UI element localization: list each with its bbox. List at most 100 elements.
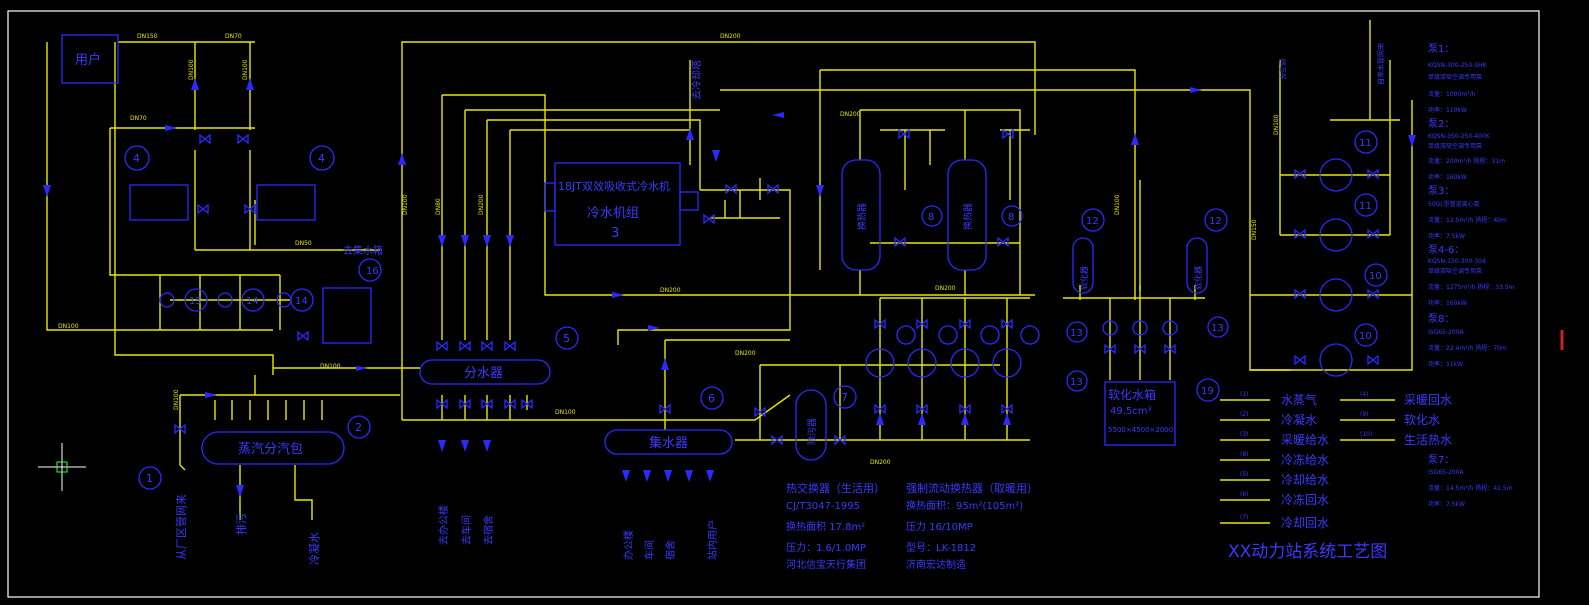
flow-label-vertical: 去办公楼 <box>437 505 450 545</box>
spec-right-line: 换热面积：95m²(105m²) <box>906 499 1023 512</box>
flow-label-vertical: 去冷却塔 <box>690 60 703 100</box>
softener-size: 5500×4500×2000 <box>1108 426 1173 434</box>
pipe-size-vertical: DN80 <box>435 198 442 215</box>
drawing-frame <box>7 10 1540 598</box>
spec-left-line: 换热面积 17.8m² <box>786 520 865 533</box>
callout-circle <box>124 145 150 171</box>
collector-header <box>604 429 733 455</box>
callout-circle <box>1066 321 1088 343</box>
callout-circle <box>1354 323 1378 347</box>
callout-number: 8 <box>1008 212 1014 223</box>
pump-spec: 功率：160kW <box>1428 299 1467 307</box>
pump-spec: KQSN-150-300-304 <box>1428 258 1486 265</box>
pump-spec: 功率：7.5kW <box>1428 500 1465 508</box>
callout-circle <box>358 258 382 282</box>
legend-label: 采暖给水 <box>1281 433 1329 447</box>
pump-icon <box>992 348 1022 378</box>
steam-header-label: 蒸汽分汽包 <box>238 442 303 457</box>
callout-number: 13 <box>1211 323 1224 334</box>
pipe-size-label: DN200 <box>870 459 891 466</box>
steam-header <box>201 431 345 465</box>
pipe-size-label: DN50 <box>295 240 312 247</box>
pipe-size-vertical: DN100 <box>1273 114 1280 135</box>
chiller-nozzle <box>679 191 699 211</box>
pump-name: 泵1： <box>1428 43 1454 55</box>
pipe-size-vertical: DN100 <box>1114 194 1121 215</box>
pump-icon <box>1319 158 1353 192</box>
callout-circle <box>1354 193 1378 217</box>
flow-label-vertical: 办公楼 <box>622 530 635 560</box>
callout-number: 15 <box>189 296 202 307</box>
callout-number: 14 <box>295 296 308 307</box>
callout-circle <box>1354 130 1378 154</box>
spec-left-line: 压力：1.6/1.0MP <box>786 541 866 554</box>
callout-number: 13 <box>1070 328 1083 339</box>
callout-circle <box>1020 325 1040 345</box>
callout-circle <box>980 325 1000 345</box>
callout-circle <box>1001 205 1023 227</box>
vertical-exchanger <box>841 159 881 271</box>
pipe-size-label: DN100 <box>555 409 576 416</box>
softener-label: 软化器 <box>1193 266 1203 290</box>
spec-right-line: 型号：LK-1812 <box>906 541 976 554</box>
cursor-crosshair-icon <box>38 443 86 491</box>
callout-number: 4 <box>318 152 325 165</box>
spec-left-line: CJ/T3047-1995 <box>786 501 860 512</box>
callout-number: 10 <box>1359 331 1372 342</box>
pump-icon <box>159 292 175 308</box>
legend-code: (3) <box>1240 431 1249 438</box>
callout-circle <box>700 386 724 410</box>
pump-spec: 流量：12.5m³/h 扬程：40m <box>1428 216 1507 224</box>
callout-3: 3 <box>611 226 619 241</box>
callout-circle <box>184 288 208 312</box>
pipe-size-label: DN70 <box>130 115 147 122</box>
pump-spec: 流量：14.5m³/h 扬程：41.5m <box>1428 484 1513 492</box>
legend-code: (10) <box>1360 431 1372 438</box>
heat-exchanger-right <box>256 184 316 221</box>
pump-spec: 单级双吸空调专用泵 <box>1428 267 1482 275</box>
callout-number: 14 <box>246 296 259 307</box>
pump-spec: KQSN-300-250-SHK <box>1428 62 1488 69</box>
callout-circle <box>309 145 335 171</box>
pipe-size-label: DN200 <box>660 287 681 294</box>
pump-name: 泵2： <box>1428 118 1454 130</box>
pump-spec: ISG65-200A <box>1428 469 1464 476</box>
pipe-size-label: DN200 <box>720 33 741 40</box>
drawing-title: XX动力站系统工艺图 <box>1228 542 1387 562</box>
legend-label: 冷凝水 <box>1281 412 1317 427</box>
legend-code: (4) <box>1360 391 1369 398</box>
callout-circle <box>896 325 916 345</box>
text-layer: 用户 18JT双效吸收式冷水机 冷水机组 3 分水器 集水器 蒸汽分汽包 软化水… <box>58 33 1515 571</box>
softener-column <box>1072 237 1094 294</box>
flow-label-vertical: 从厂区管网来 <box>174 494 188 560</box>
flow-label-vertical: 站内用户 <box>706 520 719 560</box>
callout-number: 12 <box>1086 216 1099 227</box>
pump-spec: 50GL型管道离心泵 <box>1428 200 1480 208</box>
equipment-layer <box>38 34 1416 497</box>
pipe-size-label: DN100 <box>320 363 341 370</box>
legend-label: 冷冻回水 <box>1281 492 1329 507</box>
pump-icon <box>907 348 937 378</box>
pump-spec: 功率：160kW <box>1428 173 1467 181</box>
callout-number: 11 <box>1359 138 1372 149</box>
collect-tank <box>322 287 372 344</box>
legend-label: 冷却回水 <box>1281 516 1329 530</box>
callout-number: 16 <box>366 266 379 277</box>
pump-spec: 功率：11kW <box>1428 360 1463 368</box>
exchanger-label: 换热器 <box>962 203 974 230</box>
chiller-label-line2: 冷水机组 <box>587 206 639 221</box>
legend-code: (6) <box>1240 491 1249 498</box>
legend-code: (1) <box>1240 391 1249 398</box>
heat-exchanger-left <box>129 184 189 221</box>
callout-number: 5 <box>563 332 570 345</box>
flow-label-vertical: 冷凝水 <box>307 532 321 565</box>
callout-number: 2 <box>355 421 362 434</box>
softener-tank <box>1104 381 1176 446</box>
legend-label: 生活热水 <box>1404 433 1452 447</box>
pump-icon <box>950 348 980 378</box>
callout-circle <box>1081 208 1105 232</box>
callout-circle <box>1066 370 1088 392</box>
pipe-size-vertical: DN100 <box>173 389 180 410</box>
